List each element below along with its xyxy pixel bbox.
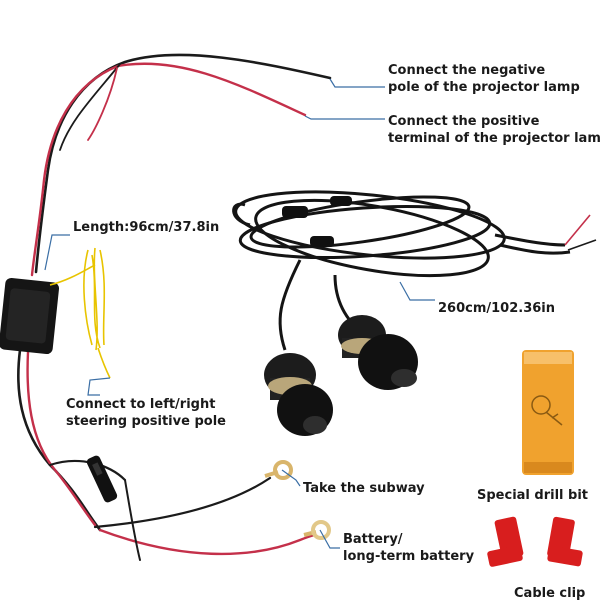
coiled-harness [232, 190, 571, 351]
cable-clip [487, 516, 524, 567]
harness-connectors [282, 196, 352, 247]
label-battery: Battery/ long-term battery [343, 531, 474, 565]
drill-bit-package [522, 350, 574, 475]
label-subway: Take the subway [303, 481, 425, 496]
label-positive-terminal: Connect the positive terminal of the pro… [388, 113, 600, 147]
label-steering-line1: Connect to left/right [66, 397, 216, 412]
label-negative-pole: Connect the negative pole of the project… [388, 62, 580, 96]
harness-end-wires [564, 214, 597, 251]
projector-lamp [338, 315, 418, 390]
left-harness-wires [17, 53, 332, 561]
label-battery-line1: Battery/ [343, 532, 403, 547]
label-steering-line2: steering positive pole [66, 414, 226, 429]
control-box [0, 277, 60, 355]
projector-lamp [264, 353, 333, 436]
label-length: Length:96cm/37.8in [73, 220, 220, 235]
label-positive-line2: terminal of the projector lamp [388, 131, 600, 146]
label-harness-length: 260cm/102.36in [438, 301, 556, 316]
label-negative-line2: pole of the projector lamp [388, 80, 580, 95]
leader-lines [44, 78, 435, 549]
label-positive-line1: Connect the positive [388, 114, 540, 129]
yellow-steering-wire [49, 247, 111, 379]
cable-clip [547, 516, 583, 567]
fuse-holder [86, 455, 118, 503]
label-cable-clip: Cable clip [514, 586, 586, 601]
label-battery-line2: long-term battery [343, 549, 475, 564]
label-negative-line1: Connect the negative [388, 63, 546, 78]
label-steering-pole: Connect to left/right steering positive … [66, 396, 226, 430]
ring-terminals [264, 460, 331, 540]
label-drill-bit: Special drill bit [477, 488, 588, 503]
